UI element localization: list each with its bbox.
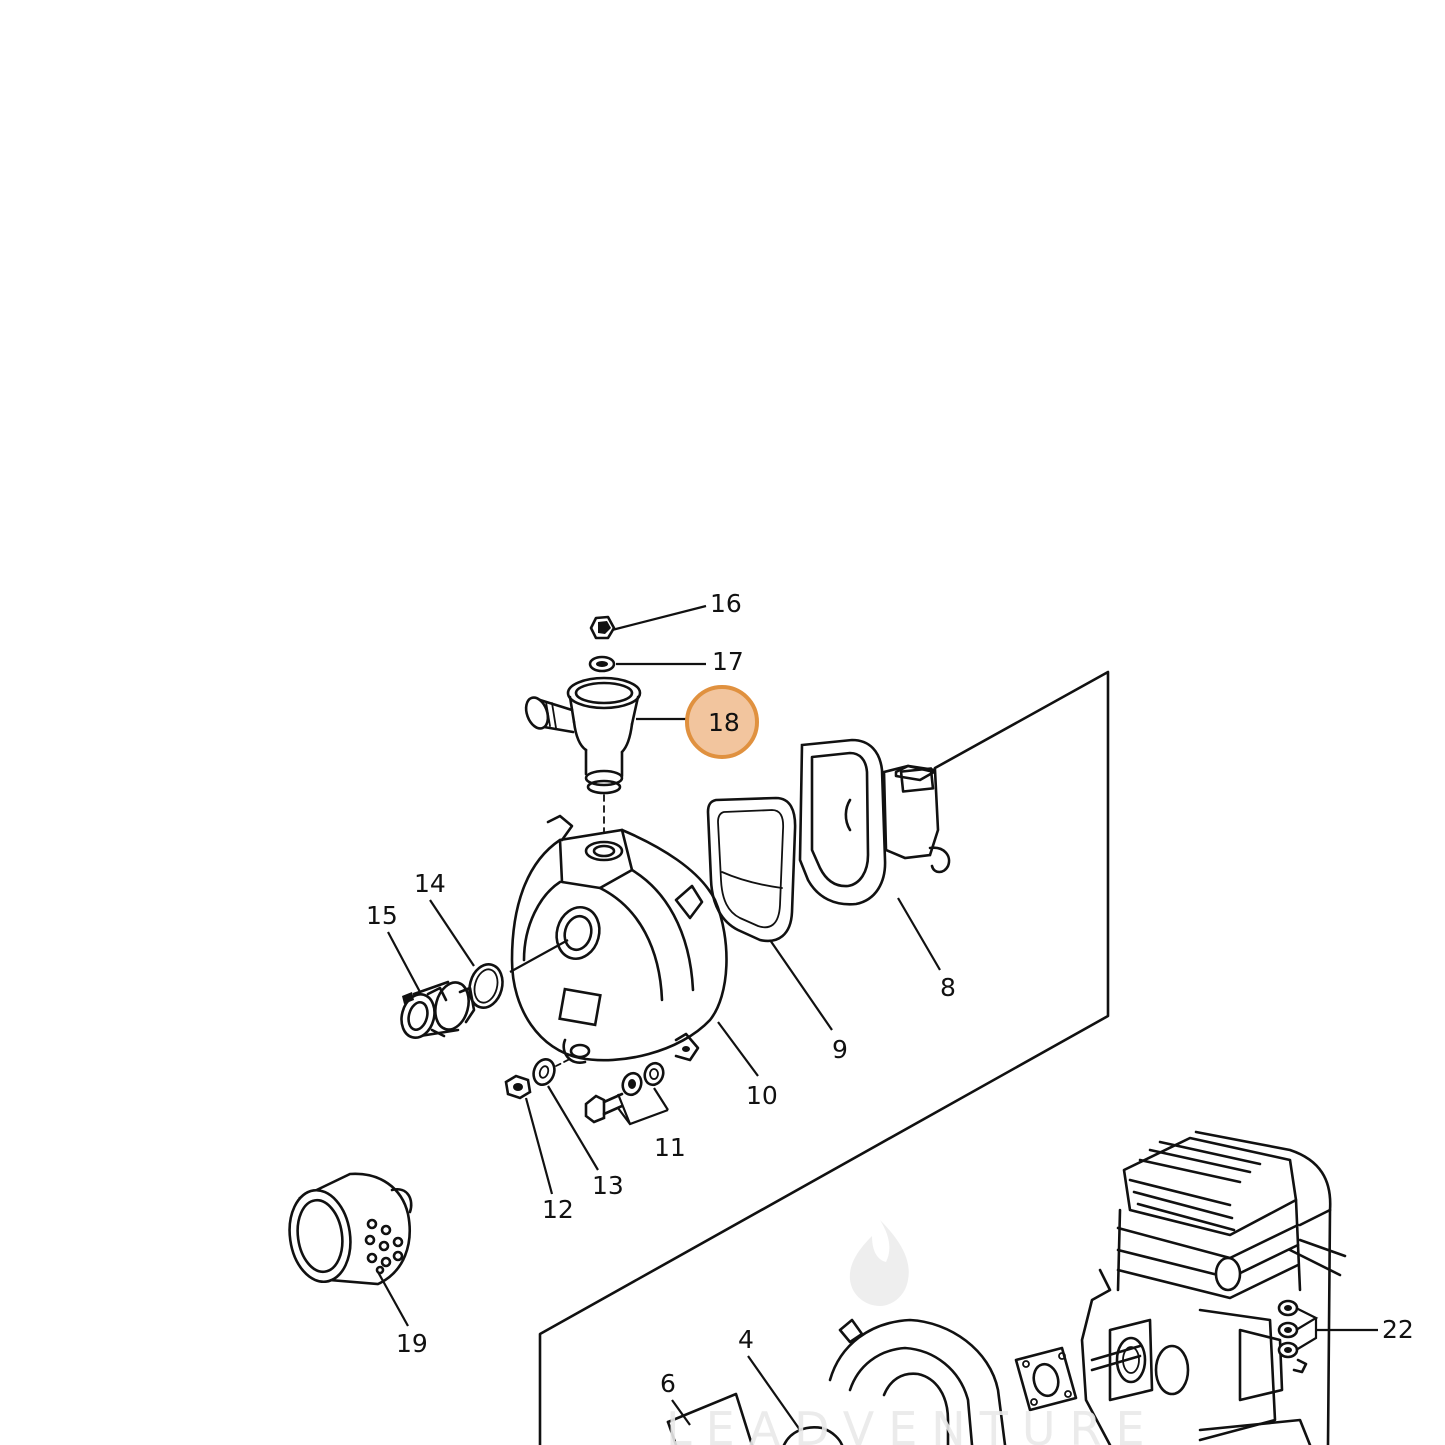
callout-12: 12 xyxy=(542,1195,574,1224)
part-8-volute xyxy=(798,738,951,906)
callout-17: 17 xyxy=(712,647,744,676)
callout-18-highlight xyxy=(685,685,759,759)
part-12-nut xyxy=(504,1074,532,1100)
callout-18[interactable]: 18 xyxy=(708,708,740,737)
part-16-plug xyxy=(589,615,616,640)
callout-15: 15 xyxy=(366,901,398,930)
callout-19: 19 xyxy=(396,1329,428,1358)
callout-22: 22 xyxy=(1382,1315,1414,1344)
part-22-nuts xyxy=(1277,1299,1308,1374)
part-10-pump-casing xyxy=(510,814,728,1064)
watermark-text: LEADVENTURE xyxy=(666,1402,1159,1445)
part-9-gasket xyxy=(706,796,797,943)
part-18-elbow-fitting xyxy=(524,676,642,795)
part-11-bolt-washers xyxy=(584,1061,665,1124)
callout-labels: 16 17 18 8 9 10 11 12 13 14 15 19 4 6 22 xyxy=(366,589,1414,1398)
callout-9: 9 xyxy=(832,1035,848,1064)
leader-lines xyxy=(377,604,1378,1431)
engine-block xyxy=(1080,1130,1347,1445)
callout-4: 4 xyxy=(738,1325,754,1354)
callout-6: 6 xyxy=(660,1369,676,1398)
watermark: LEADVENTURE xyxy=(666,1220,1159,1445)
part-2-gasket-plate xyxy=(1014,1346,1078,1412)
part-6-box xyxy=(666,1392,754,1445)
part-17-washer xyxy=(588,655,616,673)
callout-8: 8 xyxy=(940,973,956,1002)
part-15-inlet-fitting xyxy=(400,980,476,1039)
part-19-strainer xyxy=(288,1172,413,1286)
callout-14: 14 xyxy=(414,869,446,898)
callout-13: 13 xyxy=(592,1171,624,1200)
callout-16: 16 xyxy=(710,589,742,618)
callout-10: 10 xyxy=(746,1081,778,1110)
callout-11: 11 xyxy=(654,1133,686,1162)
part-14-o-ring xyxy=(468,939,569,1009)
part-13-washer xyxy=(532,1057,573,1086)
part-4-flange xyxy=(782,1318,1007,1445)
assembly-frame xyxy=(538,670,1110,1445)
